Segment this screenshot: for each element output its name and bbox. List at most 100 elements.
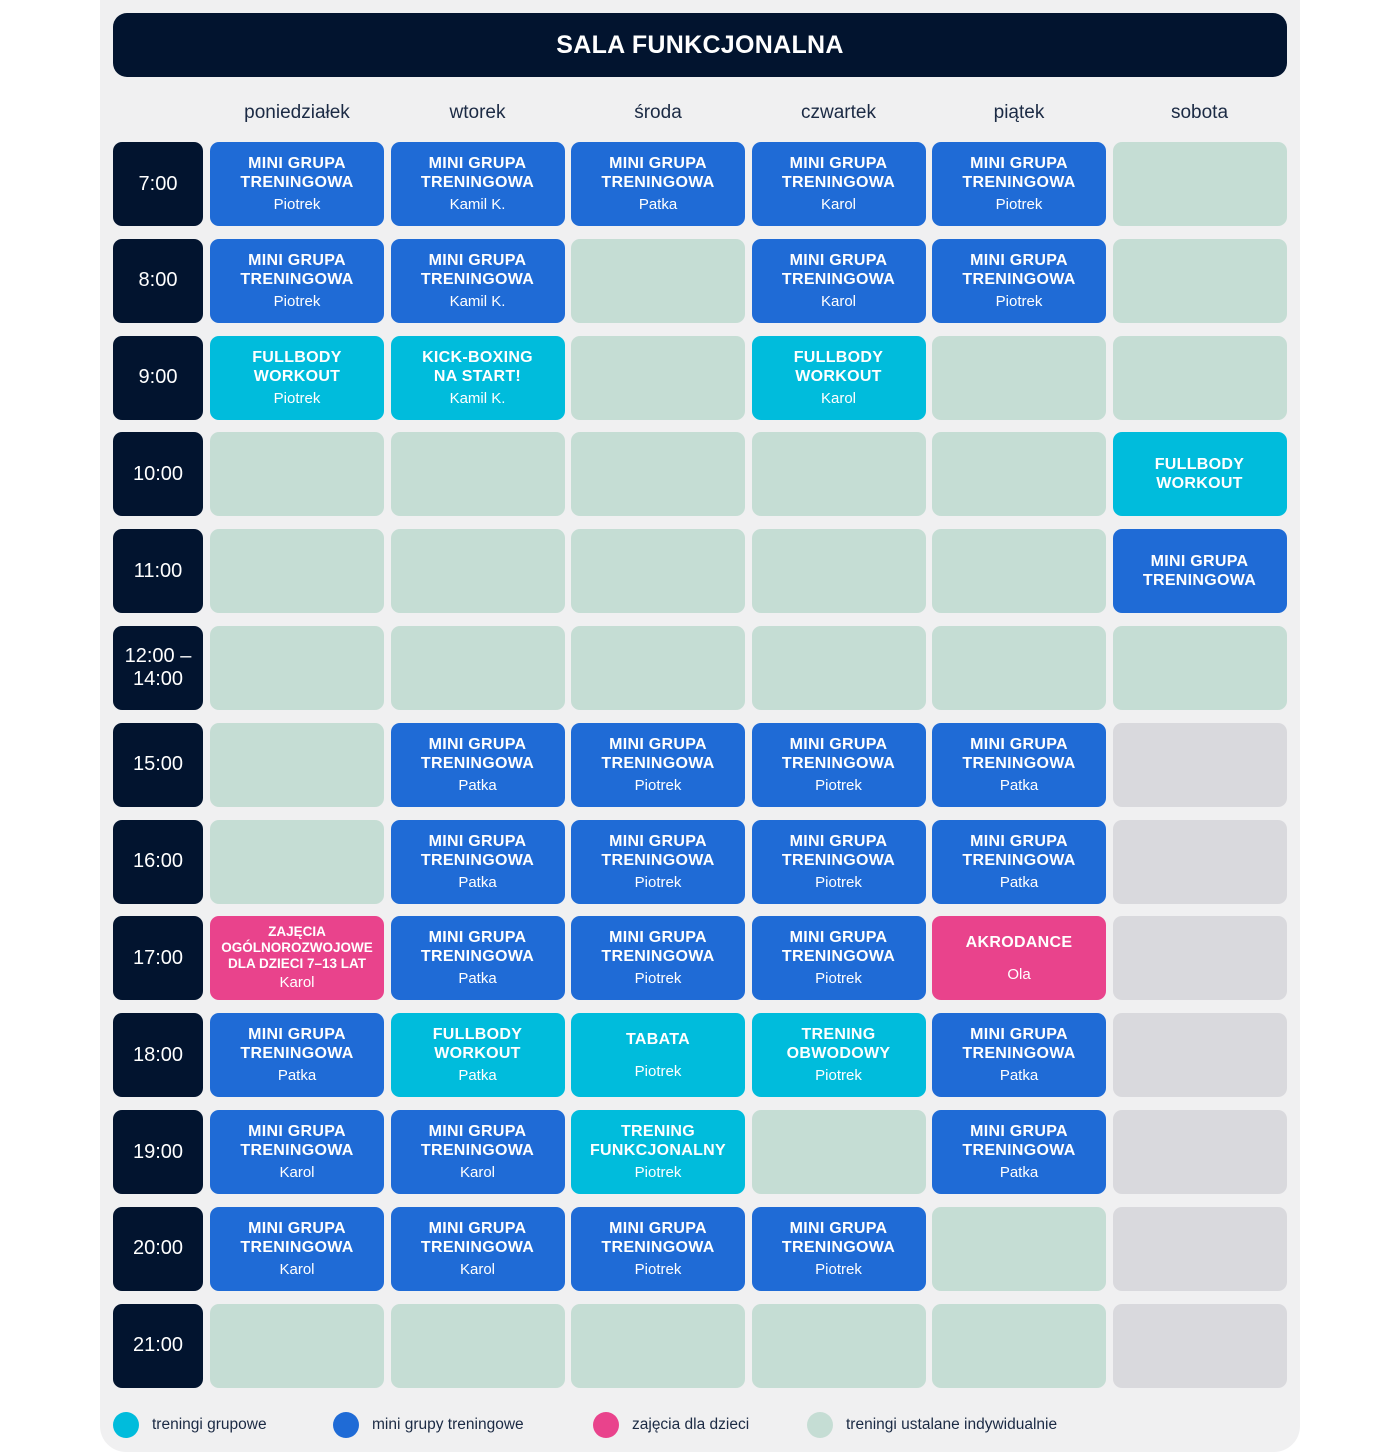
class-slot[interactable]: MINI GRUPA TRENINGOWA Karol [210,1110,384,1194]
time-label: 19:00 [113,1110,203,1194]
class-title: MINI GRUPA TRENINGOWA [240,251,354,288]
class-title: FULLBODY WORKOUT [1154,456,1245,493]
class-title: MINI GRUPA TRENINGOWA [420,929,535,966]
class-title: MINI GRUPA TRENINGOWA [240,1123,354,1159]
class-title: TABATA [625,1030,690,1048]
class-slot[interactable]: ZAJĘCIA OGÓLNOROZWOJOWE DLA DZIECI 7–13 … [210,916,384,1001]
individual-slot [210,1303,384,1388]
legend-label: zajęcia dla dzieci [632,1416,750,1433]
class-title: MINI GRUPA TRENINGOWA [781,1219,896,1256]
individual-slot [210,432,384,517]
trainer-name: Patka [277,1067,317,1085]
trainer-name: Patka [999,776,1039,794]
trainer-name: Karol [279,1164,315,1181]
legend-item: mini grupy treningowe [333,1410,524,1440]
trainer-name: Karol [820,292,857,310]
closed-slot [1112,722,1287,807]
page-title: SALA FUNKCJONALNA [113,13,1287,77]
closed-slot [1112,1013,1287,1098]
time-label: 12:00 – 14:00 [113,626,203,710]
trainer-name: Piotrek [634,776,682,794]
individual-slot [932,1206,1106,1291]
trainer-name: Piotrek [815,1067,862,1085]
class-title: ZAJĘCIA OGÓLNOROZWOJOWE DLA DZIECI 7–13 … [221,924,373,972]
class-slot[interactable]: MINI GRUPA TRENINGOWA Patka [571,142,745,226]
individual-slot [210,529,384,614]
class-slot[interactable]: TABATA Piotrek [571,1013,745,1098]
trainer-name: Piotrek [995,196,1043,213]
class-slot[interactable]: MINI GRUPA TRENINGOWA [1112,529,1287,614]
time-label: 21:00 [113,1303,203,1388]
class-slot[interactable]: FULLBODY WORKOUT [1112,432,1287,517]
class-slot[interactable]: MINI GRUPA TRENINGOWA Piotrek [210,238,384,323]
legend-label: mini grupy treningowe [372,1416,524,1433]
individual-slot [1112,238,1287,323]
class-title: MINI GRUPA TRENINGOWA [240,155,354,191]
closed-slot [1112,1206,1287,1291]
class-slot[interactable]: MINI GRUPA TRENINGOWA Patka [210,1013,384,1098]
legend-dot-icon [113,1412,139,1438]
time-label: 9:00 [113,335,203,420]
class-title: MINI GRUPA TRENINGOWA [420,155,535,191]
trainer-name: Patka [638,196,678,213]
trainer-name: Kamil K. [449,196,506,213]
trainer-name: Patka [999,873,1039,891]
trainer-name: Karol [820,389,857,407]
individual-slot [571,335,745,420]
class-slot[interactable]: MINI GRUPA TRENINGOWA Kamil K. [390,142,565,226]
class-title: MINI GRUPA TRENINGOWA [420,735,535,772]
trainer-name: Piotrek [273,292,321,310]
class-slot[interactable]: MINI GRUPA TRENINGOWA Karol [390,1206,565,1291]
legend-item: zajęcia dla dzieci [593,1410,749,1440]
individual-slot [751,529,926,614]
class-title: MINI GRUPA TRENINGOWA [240,1219,354,1256]
trainer-name: Piotrek [273,389,321,407]
individual-slot [751,1110,926,1194]
day-header: piątek [993,102,1045,123]
class-title: MINI GRUPA TRENINGOWA [240,1026,354,1063]
class-title: MINI GRUPA TRENINGOWA [601,155,715,191]
class-slot[interactable]: KICK-BOXING NA START!Kamil K. [390,335,565,420]
trainer-name: Piotrek [815,776,862,794]
trainer-name: Karol [459,1164,496,1181]
individual-slot [390,432,565,517]
day-header: sobota [1170,102,1229,123]
trainer-name: Ola [1007,965,1031,983]
closed-slot [1112,1303,1287,1388]
trainer-name: Karol [459,1260,496,1278]
class-title: MINI GRUPA TRENINGOWA [1142,553,1257,590]
trainer-name: Piotrek [634,1062,682,1080]
class-title: MINI GRUPA TRENINGOWA [420,1219,535,1256]
legend-dot-icon [593,1412,619,1438]
trainer-name: Piotrek [815,970,862,988]
